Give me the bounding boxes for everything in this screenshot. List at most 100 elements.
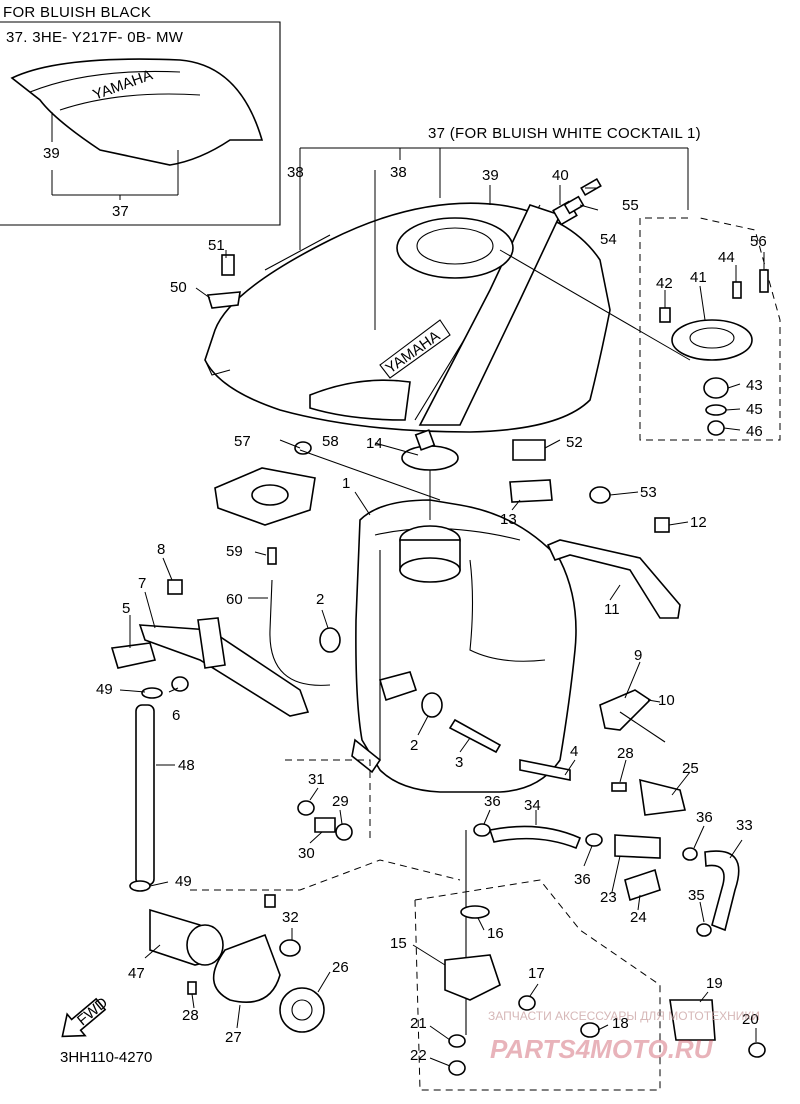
callout-2: 2 — [410, 737, 418, 754]
callout-10: 10 — [658, 692, 675, 709]
callout-15: 15 — [390, 935, 407, 952]
callout-45: 45 — [746, 401, 763, 418]
damper-32 — [279, 939, 301, 957]
screw-22 — [448, 1060, 466, 1076]
bolt-28b — [611, 782, 627, 792]
callout-40: 40 — [552, 167, 569, 184]
callout-39: 39 — [482, 167, 499, 184]
main-variant-title: 37 (FOR BLUISH WHITE COCKTAIL 1) — [428, 125, 701, 142]
callout-49: 49 — [175, 873, 192, 890]
callout-49: 49 — [96, 681, 113, 698]
bolt-55 — [580, 177, 602, 197]
callout-36: 36 — [574, 871, 591, 888]
callout-51: 51 — [208, 237, 225, 254]
grommet-43 — [703, 377, 729, 399]
damper-13 — [509, 479, 553, 503]
o-ring-17 — [518, 995, 536, 1011]
clip-36a — [473, 823, 491, 837]
callout-9: 9 — [634, 647, 642, 664]
callout-8: 8 — [157, 541, 165, 558]
callout-14: 14 — [366, 435, 383, 452]
callout-23: 23 — [600, 889, 617, 906]
washer-21 — [448, 1034, 466, 1048]
callout-26: 26 — [332, 959, 349, 976]
callout-27: 27 — [225, 1029, 242, 1046]
callout-12: 12 — [690, 514, 707, 531]
screw-20 — [748, 1042, 766, 1058]
side-cover-stripe — [29, 70, 181, 93]
damper-2b — [421, 692, 443, 718]
pad-52 — [512, 439, 546, 461]
callout-21: 21 — [410, 1015, 427, 1032]
bracket-27 — [212, 933, 281, 1004]
callout-50: 50 — [170, 279, 187, 296]
callout-29: 29 — [332, 793, 349, 810]
leader-lines — [119, 170, 765, 1067]
bolt-6 — [171, 676, 189, 692]
bolt-12 — [654, 517, 670, 533]
side-cover — [10, 58, 264, 166]
connector — [264, 894, 276, 908]
diagram-code: 3HH110-4270 — [60, 1049, 152, 1066]
callout-35: 35 — [688, 887, 705, 904]
damper-50 — [206, 291, 241, 309]
callout-34: 34 — [524, 797, 541, 814]
callout-31: 31 — [308, 771, 325, 788]
bolt-42 — [659, 307, 671, 323]
side-cover-stripe-2 — [59, 93, 201, 111]
tank-bracket — [351, 738, 382, 774]
watermark-line1: ЗАПЧАСТИ АКСЕССУАРЫ ДЛЯ МОТОТЕХНИКИ — [488, 1009, 760, 1023]
nut-46 — [707, 420, 725, 436]
lever-19 — [669, 999, 716, 1041]
bolt-51 — [221, 254, 235, 276]
callout-57: 57 — [234, 433, 251, 450]
watermark: ЗАПЧАСТИ АКСЕССУАРЫ ДЛЯ МОТОТЕХНИКИ PART… — [488, 1009, 760, 1064]
pipe-3 — [448, 718, 502, 754]
callout-25: 25 — [682, 760, 699, 777]
tank-boss — [378, 671, 418, 702]
fuel-sender — [519, 689, 666, 781]
bolt-4 — [519, 759, 571, 781]
fuel-cock-15 — [444, 954, 501, 1001]
callout-11: 11 — [604, 601, 620, 618]
hose-33 — [704, 850, 740, 932]
bolt-44 — [732, 281, 742, 299]
callout-4: 4 — [570, 743, 578, 760]
callout-59: 59 — [226, 543, 243, 560]
callout-44: 44 — [718, 249, 735, 266]
bracket-25 — [639, 778, 686, 816]
emblem-plate — [379, 319, 451, 379]
nut-8 — [167, 579, 183, 595]
callout-47: 47 — [128, 965, 145, 982]
joint-59 — [267, 547, 277, 565]
callout-28: 28 — [617, 745, 634, 762]
variant-title: FOR BLUISH BLACK — [3, 4, 151, 21]
clip-36c — [682, 847, 698, 861]
collar-54 — [563, 195, 585, 215]
callout-16: 16 — [487, 925, 504, 942]
callout-2: 2 — [316, 591, 324, 608]
tank-cover: YAMAHA — [204, 202, 611, 433]
fuel-lines — [473, 778, 740, 937]
clip-49b — [129, 880, 151, 892]
hose-34 — [488, 825, 582, 850]
callout-42: 42 — [656, 275, 673, 292]
callout-54: 54 — [600, 231, 617, 248]
fuel-pump-area — [149, 759, 461, 1033]
callout-32: 32 — [282, 909, 299, 926]
variant-inset: FOR BLUISH BLACK 37. 3HE- Y217F- 0B- MW … — [0, 4, 281, 226]
callout-55: 55 — [622, 197, 639, 214]
gear-26 — [279, 987, 325, 1033]
damper-29 — [335, 823, 353, 841]
callout-43: 43 — [746, 377, 763, 394]
clip-36b — [585, 833, 603, 847]
callout-22: 22 — [410, 1047, 427, 1064]
callout-37: 37 — [112, 203, 129, 220]
callout-1: 1 — [342, 475, 350, 492]
callout-33: 33 — [736, 817, 753, 834]
fuel-tank — [319, 499, 577, 793]
callout-labels: 1 2 2 3 4 5 6 7 8 9 10 11 12 13 14 15 16… — [96, 164, 767, 1064]
bolt-30 — [314, 817, 336, 833]
fwd-arrow: FWD — [61, 994, 111, 1038]
